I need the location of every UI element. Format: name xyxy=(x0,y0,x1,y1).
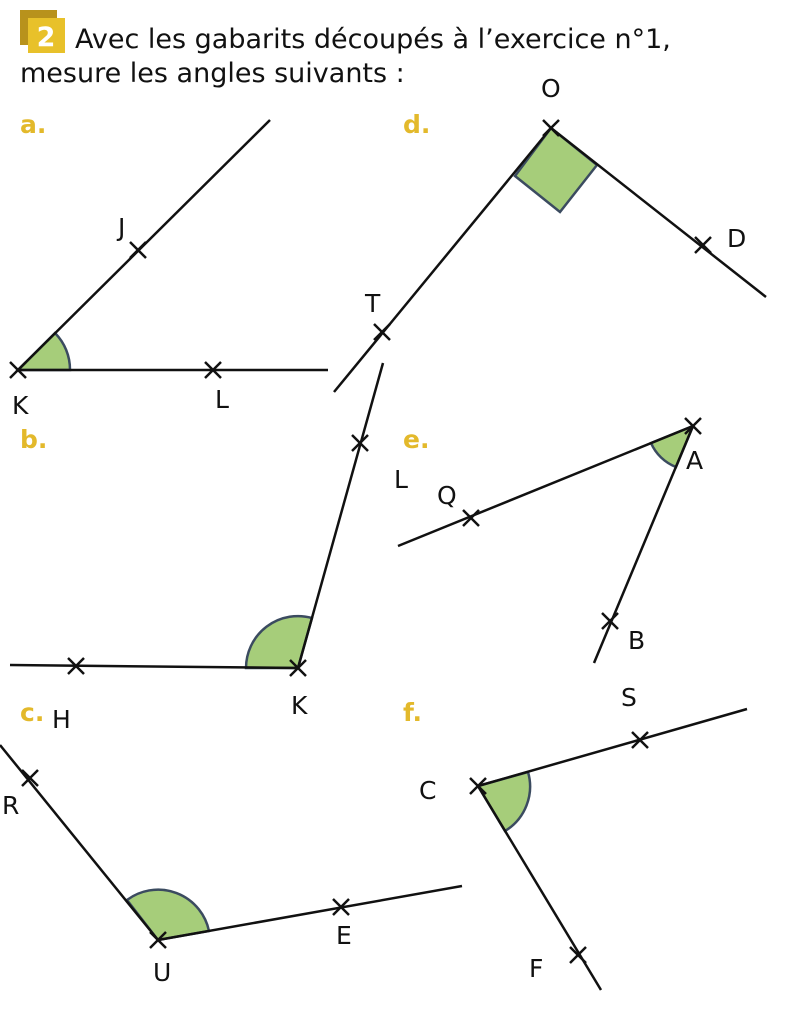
point-label: U xyxy=(153,958,171,987)
figure-e: e. Q A B xyxy=(397,416,703,664)
point-label: S xyxy=(621,683,637,712)
figure-c: c. R U E xyxy=(0,698,463,987)
exercise-number: 2 xyxy=(37,22,56,53)
point-label: T xyxy=(364,289,381,318)
figure-f: f. C S F xyxy=(403,683,748,991)
point-label: D xyxy=(727,224,746,253)
point-label: K xyxy=(12,391,29,420)
point-label: J xyxy=(116,213,125,242)
angle-mark xyxy=(244,614,314,670)
point-label: C xyxy=(419,776,436,805)
right-angle-mark xyxy=(513,126,599,214)
point-label: L xyxy=(394,465,408,494)
section-label-f: f. xyxy=(403,698,422,727)
point-label: L xyxy=(215,385,229,414)
point-label: E xyxy=(336,921,352,950)
figure-b: b. K H L xyxy=(9,362,408,734)
section-label-a: a. xyxy=(20,110,46,139)
point-label: R xyxy=(2,791,19,820)
angle-mark xyxy=(476,770,532,833)
figure-a: a. J K L xyxy=(8,110,328,420)
section-label-e: e. xyxy=(403,425,429,454)
angle-mark xyxy=(125,888,211,942)
point-label: Q xyxy=(437,481,457,510)
point-label: B xyxy=(628,626,645,655)
instruction-line-1: Avec les gabarits découpés à l’exercice … xyxy=(75,24,671,55)
figure-d: d. O T D xyxy=(333,74,767,393)
angle-mark xyxy=(14,331,72,372)
section-label-b: b. xyxy=(20,425,47,454)
point-label: O xyxy=(541,74,561,103)
section-label-d: d. xyxy=(403,110,430,139)
point-label: F xyxy=(529,954,543,983)
exercise-badge: 2 xyxy=(20,10,65,53)
point-label: A xyxy=(686,446,703,475)
point-label: K xyxy=(291,691,308,720)
instruction-line-2: mesure les angles suivants : xyxy=(20,58,405,89)
section-label-c: c. xyxy=(20,698,44,727)
point-label: H xyxy=(52,705,71,734)
